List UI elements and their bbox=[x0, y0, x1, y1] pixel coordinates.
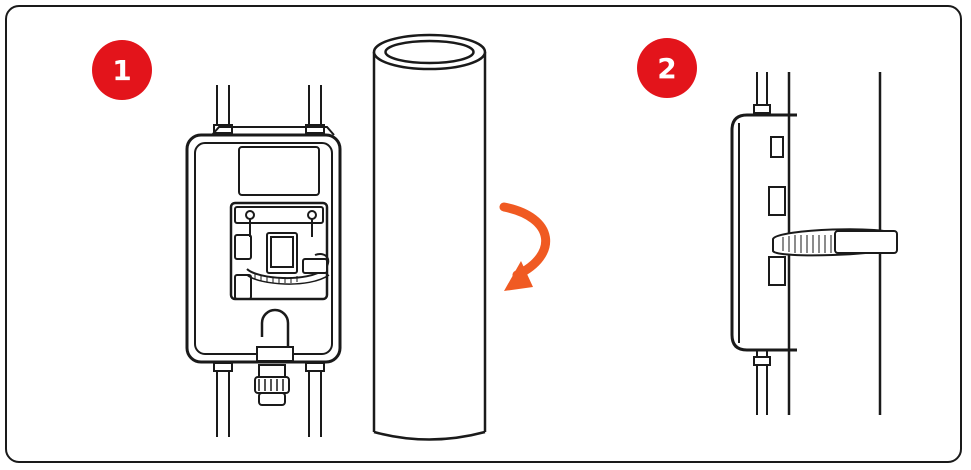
rotate-arrow-icon bbox=[499, 202, 550, 291]
step-1-device bbox=[185, 85, 342, 437]
installation-diagram bbox=[185, 33, 898, 441]
step-1-badge: 1 bbox=[92, 40, 152, 100]
step-1-number: 1 bbox=[112, 53, 132, 87]
step-2-badge: 2 bbox=[637, 38, 697, 98]
instruction-panel: 1 2 bbox=[5, 5, 962, 463]
step-2-clamp bbox=[772, 228, 898, 257]
step-2-number: 2 bbox=[657, 51, 677, 85]
step-2-device bbox=[730, 72, 797, 415]
mounting-pole bbox=[372, 33, 487, 441]
